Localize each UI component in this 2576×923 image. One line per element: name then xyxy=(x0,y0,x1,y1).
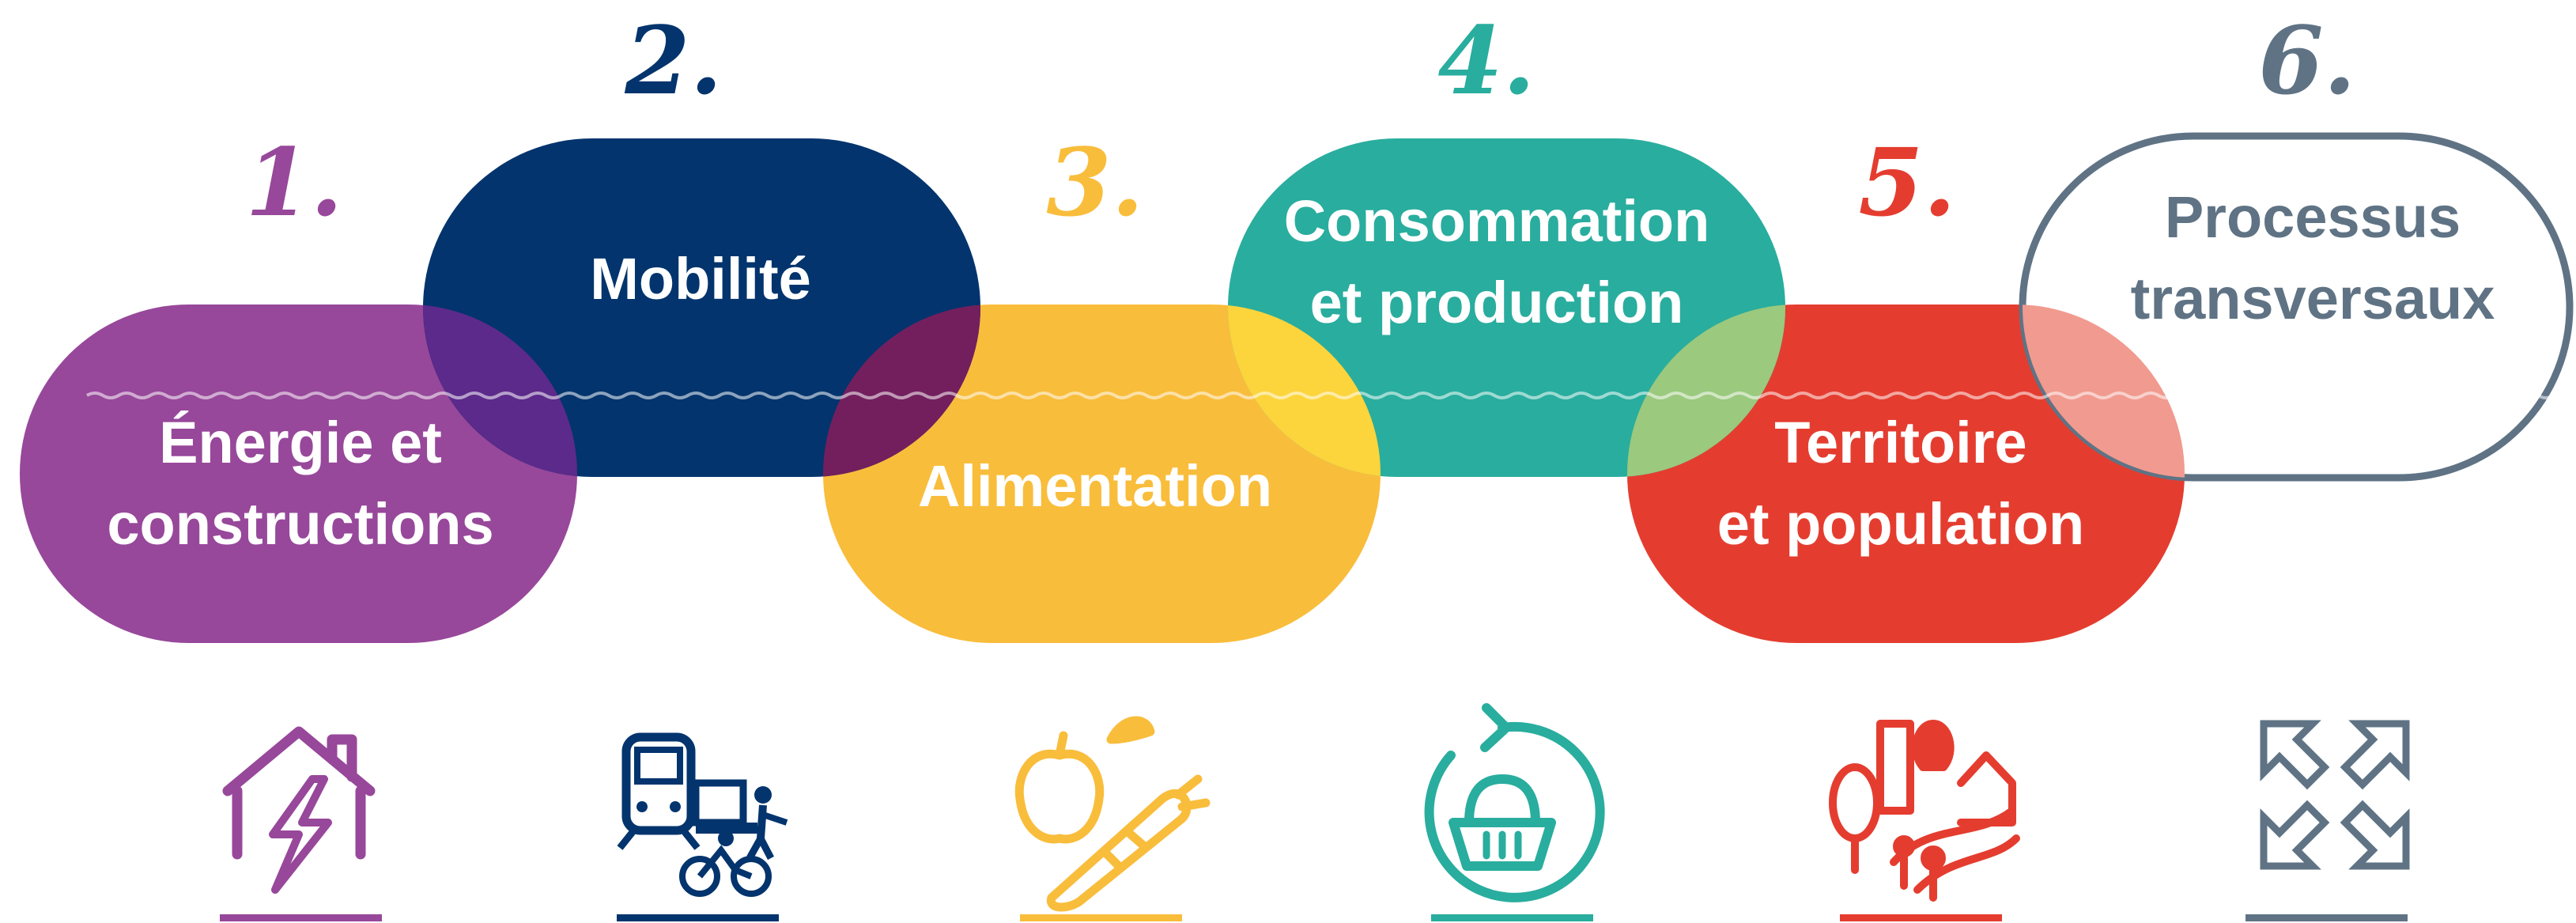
label-energie-line2: constructions xyxy=(107,491,493,557)
label-territoire-line1: Territoire xyxy=(1774,410,2026,475)
label-consommation-line2: et production xyxy=(1310,270,1684,335)
label-territoire-line2: et population xyxy=(1717,491,2085,557)
underline-energie xyxy=(220,914,382,921)
label-transversal-line1: Processus xyxy=(2165,184,2461,250)
step-number-2: 2. xyxy=(624,6,722,115)
train-truck-bike-icon xyxy=(617,732,788,897)
pill-alimentation xyxy=(823,305,1381,643)
step-number-1: 1. xyxy=(245,127,342,237)
underline-alimentation xyxy=(1020,914,1182,921)
underline-consommation xyxy=(1431,914,1593,921)
fruit-carrot-icon xyxy=(1014,716,1211,912)
label-alimentation: Alimentation xyxy=(918,453,1272,519)
underline-mobilite xyxy=(617,914,779,921)
expand-arrows-icon xyxy=(2260,720,2410,870)
label-mobilite: Mobilité xyxy=(590,246,811,312)
underline-territoire xyxy=(1840,914,2002,921)
step-number-4: 4. xyxy=(1437,6,1535,115)
overlap-territoire-transversal xyxy=(2023,305,2185,478)
step-number-3: 3. xyxy=(1046,127,1143,237)
step-number-5: 5. xyxy=(1858,127,1955,237)
label-transversal-line2: transversaux xyxy=(2131,266,2495,331)
step-number-6: 6. xyxy=(2258,6,2355,115)
city-people-icon xyxy=(1829,720,2020,902)
wavy-line xyxy=(85,392,2555,399)
label-energie-line1: Énergie et xyxy=(159,410,442,475)
pill-energie xyxy=(20,305,577,643)
pill-mobilite xyxy=(423,138,980,477)
underline-transversal xyxy=(2246,914,2408,921)
recycle-basket-icon xyxy=(1424,703,1605,902)
house-lightning-icon xyxy=(222,726,376,894)
label-consommation-line1: Consommation xyxy=(1284,188,1710,254)
